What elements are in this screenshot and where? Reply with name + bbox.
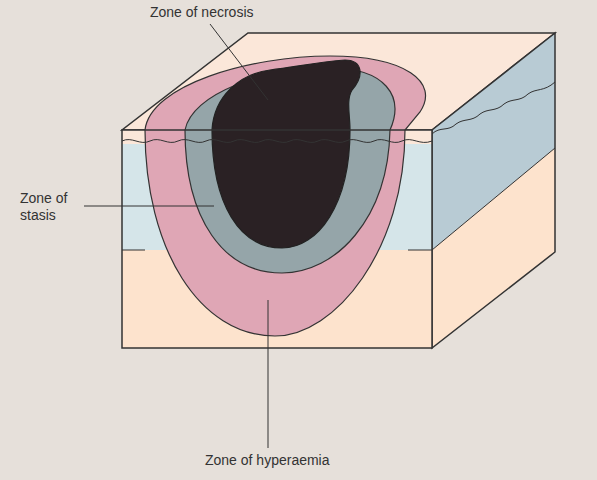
right-layer-line bbox=[432, 148, 555, 250]
zone-label: Zone of hyperaemia bbox=[205, 452, 375, 469]
zone-hyperaemia-shape bbox=[145, 56, 426, 336]
leader-line bbox=[268, 300, 269, 448]
right-subcutis bbox=[432, 148, 555, 348]
front-layer-line bbox=[122, 250, 145, 251]
zone-necrosis-shape bbox=[212, 60, 360, 248]
zone-label: Zone of necrosis bbox=[150, 4, 310, 21]
front-face-outline bbox=[122, 130, 432, 348]
leader-line bbox=[84, 206, 214, 207]
front-epidermis-line bbox=[122, 140, 432, 143]
zone-label: Zone of stasis bbox=[20, 190, 82, 224]
right-epidermis-line bbox=[432, 82, 555, 134]
front-layer-line bbox=[408, 250, 432, 251]
right-face-outline bbox=[432, 33, 555, 348]
leader-line bbox=[210, 24, 268, 100]
